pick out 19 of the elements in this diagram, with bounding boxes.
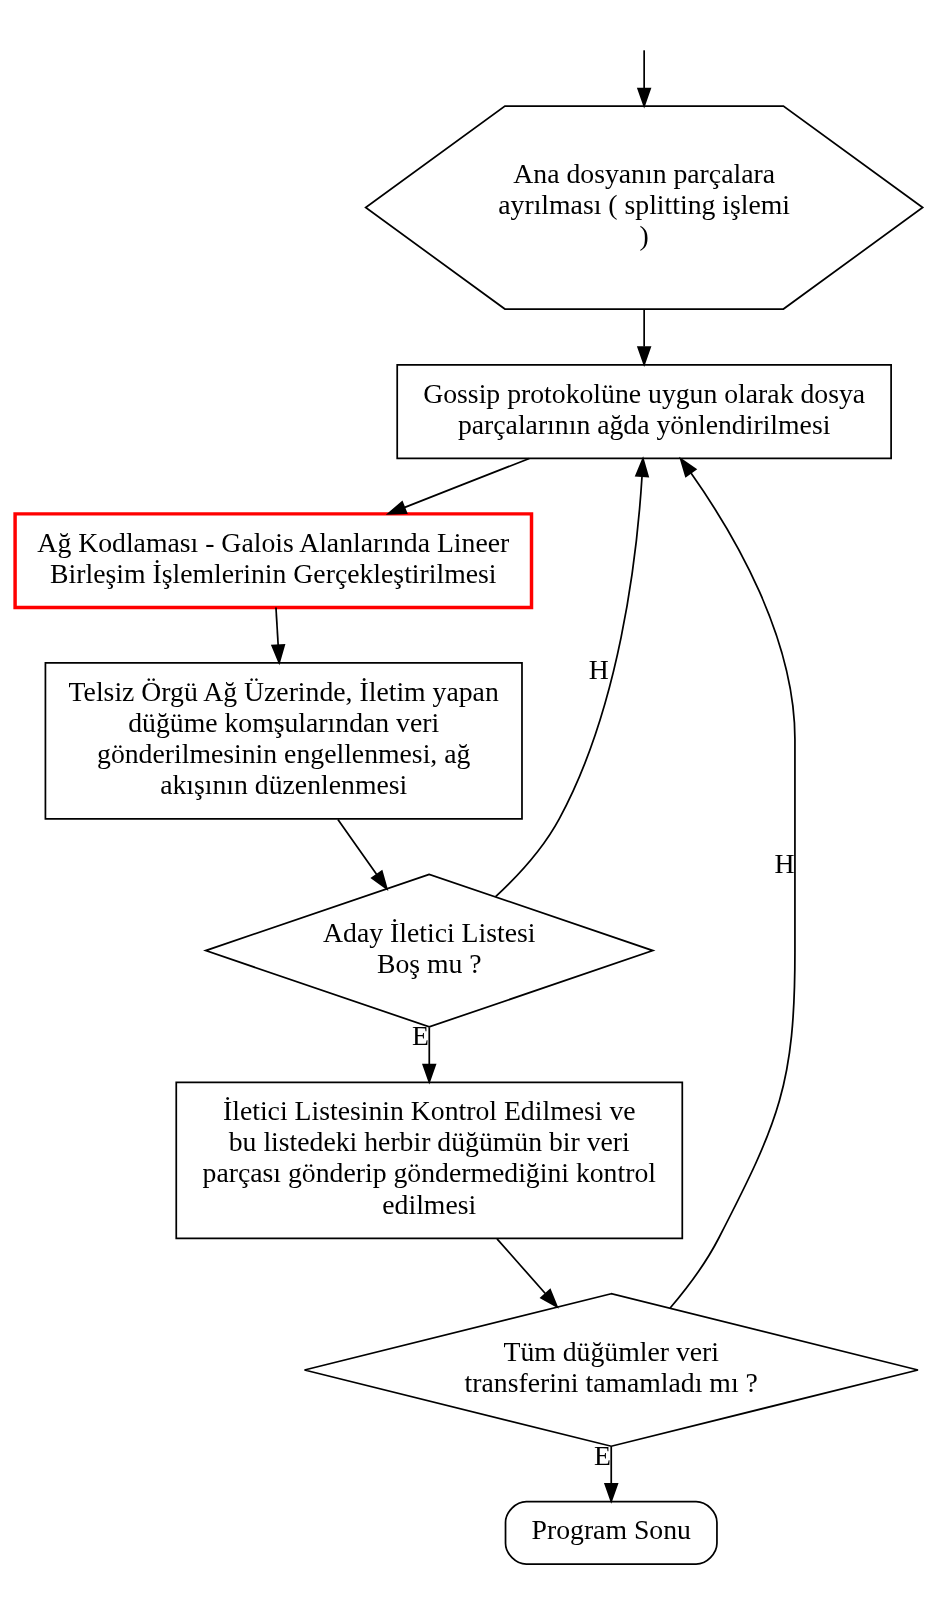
edge-label: H [588, 654, 609, 686]
node-diamond: Aday İletici Listesi Boş mu ? [203, 873, 656, 1028]
arrow [603, 1445, 619, 1504]
arrow [494, 456, 650, 898]
arrow [636, 308, 652, 367]
node-box: Program Sonu [504, 1500, 718, 1565]
node-box: İletici Listesinin Kontrol Edilmesi ve bu listedeki herbir düğümün bir veri parçası gönderip göndermediğini kontrol edilmesi [175, 1081, 684, 1240]
arrow [636, 49, 652, 109]
node-diamond: Tüm düğümler veri transferini tamamladı mı ? [303, 1292, 919, 1448]
arrow [385, 457, 531, 515]
arrow [270, 606, 286, 666]
node-box: Telsiz Örgü Ağ Üzerinde, İletim yapan düğüme komşularından veri gönderilmesinin engellenmesi, ağ akışının düzenlenmesi [44, 662, 523, 820]
arrow [422, 1026, 437, 1085]
node-box: Gossip protokolüne uygun olarak dosya parçalarının ağda yönlendirilmesi [396, 364, 892, 460]
arrow [669, 456, 796, 1309]
arrow [496, 1237, 559, 1309]
node-box: Ağ Kodlaması - Galois Alanlarında Lineer Birleşim İşlemlerinin Gerçekleştirilmesi [13, 512, 534, 610]
edge-label: H [774, 847, 795, 879]
arrow [337, 818, 389, 891]
